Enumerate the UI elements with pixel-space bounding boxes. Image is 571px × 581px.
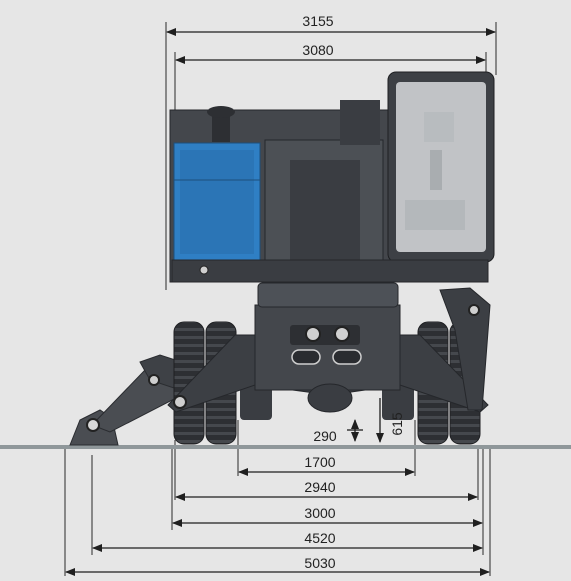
dimension-lines: [65, 28, 496, 576]
engine-cover: [173, 142, 261, 262]
dim-615-label: 615: [389, 412, 405, 436]
ground-line: [0, 445, 571, 449]
slewing-ring: [257, 282, 399, 308]
dim-3000-label: 3000: [304, 505, 335, 521]
dim-3155-label: 3155: [302, 13, 333, 29]
operator-cab: [387, 71, 495, 273]
dim-1700-label: 1700: [304, 454, 335, 470]
dim-4520-label: 4520: [304, 530, 335, 546]
dim-290-label: 290: [313, 428, 337, 444]
upper-base: [171, 259, 489, 283]
undercarriage: [167, 287, 491, 413]
dim-2940-label: 2940: [304, 479, 335, 495]
dim-5030-label: 5030: [304, 555, 335, 571]
extension-lines: [64, 22, 497, 576]
dim-3080-label: 3080: [302, 42, 333, 58]
